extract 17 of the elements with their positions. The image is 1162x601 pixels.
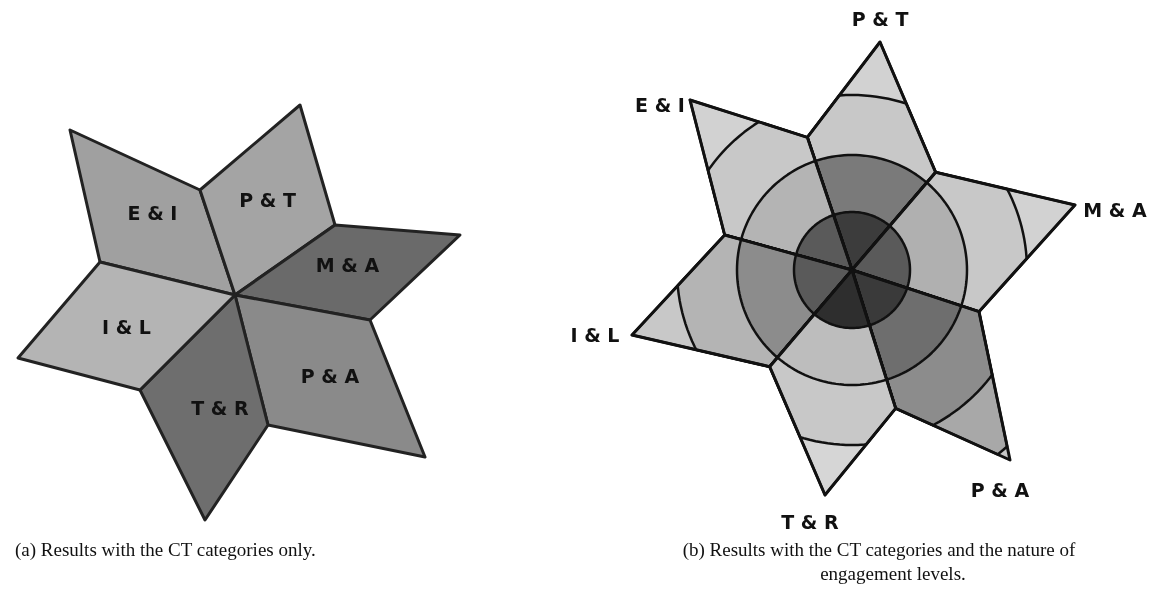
category-label: I & L [570, 324, 620, 346]
category-label: P & T [851, 8, 909, 30]
figure-caption: (a) Results with the CT categories only. [15, 538, 317, 562]
category-label: I & L [102, 315, 151, 338]
category-label: P & A [300, 365, 360, 387]
star-point [233, 223, 462, 322]
category-label: M & A [1083, 199, 1147, 221]
category-label: P & T [239, 189, 296, 211]
category-label: T & R [781, 511, 839, 533]
category-label: T & R [191, 396, 249, 419]
category-label: E & I [127, 201, 178, 224]
figure-caption: (b) Results with the CT categories and the nature of engagement levels. [681, 538, 1077, 586]
star-point [16, 260, 237, 392]
category-label: M & A [315, 254, 380, 276]
category-label: P & A [970, 479, 1030, 501]
category-label: E & I [635, 94, 685, 116]
star-point [768, 268, 898, 497]
